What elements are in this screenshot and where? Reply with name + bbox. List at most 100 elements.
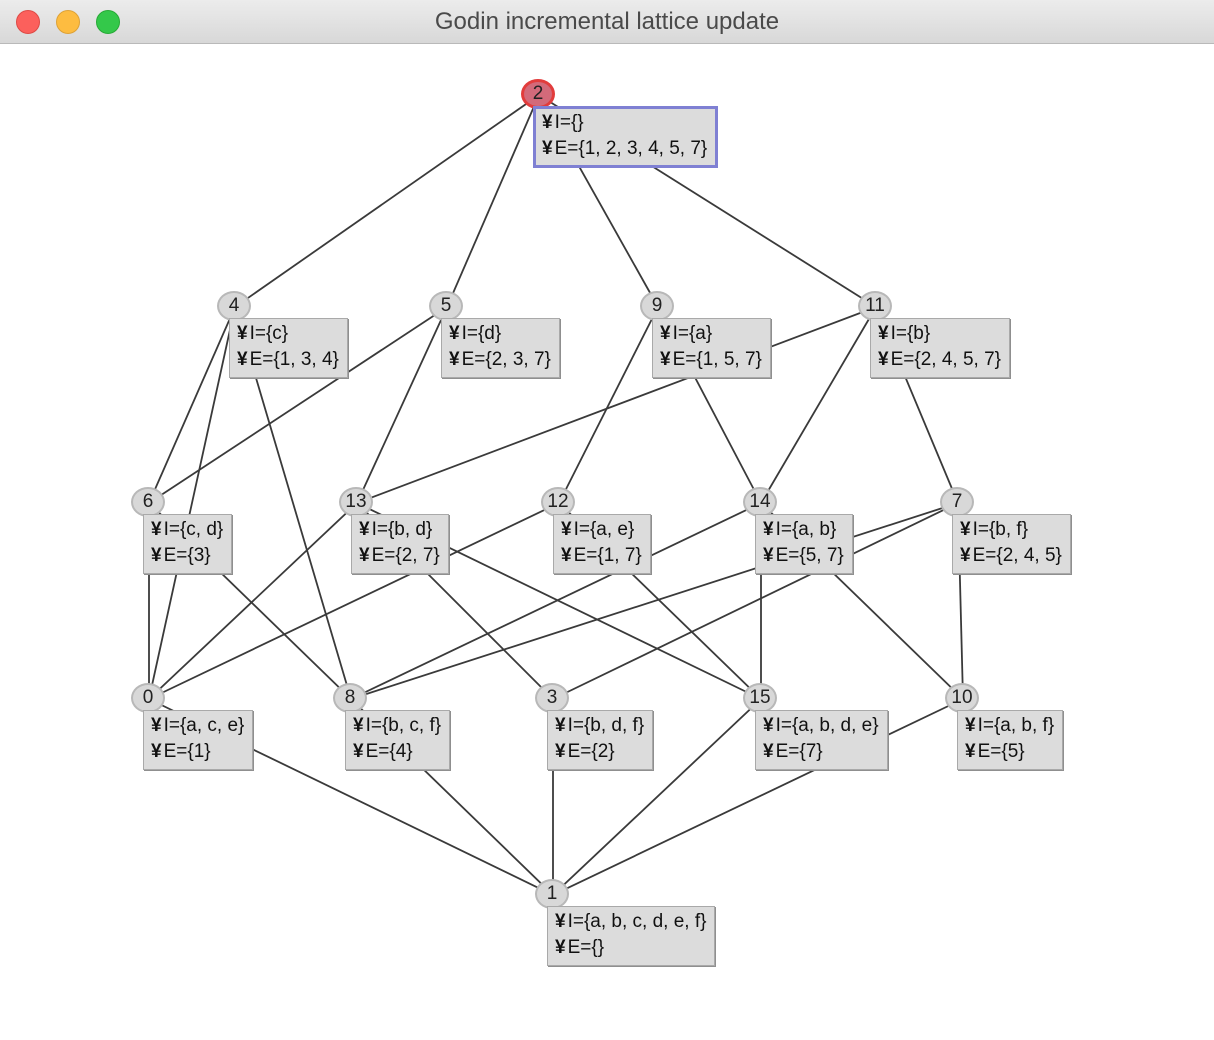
extent-row: ¥E={2, 4, 5} (960, 543, 1062, 569)
intent-text: I={c, d} (163, 519, 224, 540)
concept-label-box: ¥I={d}¥E={2, 3, 7} (441, 318, 560, 378)
concept-id-badge: 10 (945, 683, 979, 713)
intent-row: ¥I={a, b, d, e} (763, 713, 879, 739)
intent-text: I={a, b, d, e} (775, 715, 879, 736)
extent-text: E={3} (163, 545, 211, 566)
lattice-edge (350, 502, 762, 700)
extent-row: ¥E={} (555, 935, 706, 961)
intent-row: ¥I={c, d} (151, 517, 223, 543)
extent-text: E={2, 4, 5} (972, 545, 1062, 566)
concept-label-box: ¥I={a}¥E={1, 5, 7} (652, 318, 771, 378)
lattice-edge (148, 306, 236, 504)
extent-row: ¥E={2, 4, 5, 7} (878, 347, 1001, 373)
lattice-edge (760, 306, 877, 504)
bullet-icon: ¥ (561, 519, 572, 540)
bullet-icon: ¥ (960, 519, 971, 540)
lattice-edge (148, 306, 448, 504)
extent-text: E={5} (977, 741, 1025, 762)
intent-row: ¥I={a, b, c, d, e, f} (555, 909, 706, 935)
extent-row: ¥E={2, 3, 7} (449, 347, 551, 373)
bullet-icon: ¥ (878, 349, 889, 370)
concept-id-badge: 0 (131, 683, 165, 713)
lattice-edge (552, 698, 964, 896)
intent-text: I={} (554, 112, 584, 133)
lattice-edge (552, 698, 762, 896)
intent-text: I={a, c, e} (163, 715, 245, 736)
lattice-edge (356, 306, 448, 504)
intent-text: I={a} (672, 323, 713, 344)
extent-text: E={5, 7} (775, 545, 844, 566)
concept-label-box: ¥I={a, e} ¥E={1, 7} (553, 514, 651, 574)
intent-row: ¥I={b} (878, 321, 1001, 347)
extent-row: ¥E={7} (763, 739, 879, 765)
bullet-icon: ¥ (151, 741, 162, 762)
lattice-edge (148, 306, 236, 700)
extent-row: ¥E={1, 7} (561, 543, 642, 569)
concept-id-badge: 6 (131, 487, 165, 517)
concept-label-box: ¥I={b}¥E={2, 4, 5, 7} (870, 318, 1010, 378)
concept-id-badge: 4 (217, 291, 251, 321)
lattice-edge (356, 306, 877, 504)
concept-label-box: ¥I={c}¥E={1, 3, 4} (229, 318, 348, 378)
close-window-button[interactable] (16, 10, 40, 34)
bullet-icon: ¥ (542, 138, 553, 159)
bullet-icon: ¥ (151, 715, 162, 736)
bullet-icon: ¥ (965, 715, 976, 736)
intent-row: ¥I={a} (660, 321, 762, 347)
intent-row: ¥I={b, f} (960, 517, 1062, 543)
lattice-edge (234, 94, 540, 308)
concept-id-badge: 3 (535, 683, 569, 713)
concept-id-badge: 9 (640, 291, 674, 321)
bullet-icon: ¥ (965, 741, 976, 762)
concept-id-badge: 15 (743, 683, 777, 713)
bullet-icon: ¥ (555, 741, 566, 762)
extent-text: E={1, 3, 4} (249, 349, 339, 370)
concept-id-badge: 14 (743, 487, 777, 517)
concept-id-badge: 7 (940, 487, 974, 517)
intent-row: ¥I={d} (449, 321, 551, 347)
extent-row: ¥E={5} (965, 739, 1054, 765)
concept-id-badge: 13 (339, 487, 373, 517)
intent-text: I={a, b} (775, 519, 837, 540)
bullet-icon: ¥ (555, 715, 566, 736)
concept-label-box: ¥I={b, c, f}¥E={4} (345, 710, 451, 770)
bullet-icon: ¥ (449, 349, 460, 370)
bullet-icon: ¥ (555, 911, 566, 932)
minimize-window-button[interactable] (56, 10, 80, 34)
concept-label-box: ¥I={b, f}¥E={2, 4, 5} (952, 514, 1071, 574)
concept-label-box: ¥I={a, b, c, d, e, f}¥E={} (547, 906, 716, 966)
concept-id-badge: 1 (535, 879, 569, 909)
extent-text: E={} (567, 937, 605, 958)
maximize-window-button[interactable] (96, 10, 120, 34)
bullet-icon: ¥ (960, 545, 971, 566)
concept-label-box: ¥I={b, d}¥E={2, 7} (351, 514, 449, 574)
extent-row: ¥E={3} (151, 543, 223, 569)
intent-text: I={a, e} (573, 519, 635, 540)
intent-text: I={a, b, f} (977, 715, 1055, 736)
bullet-icon: ¥ (359, 545, 370, 566)
intent-row: ¥I={b, c, f} (353, 713, 441, 739)
concept-label-box: ¥I={a, b, d, e}¥E={7} (755, 710, 888, 770)
extent-text: E={2, 7} (371, 545, 440, 566)
window-titlebar: Godin incremental lattice update (0, 0, 1214, 44)
bullet-icon: ¥ (449, 323, 460, 344)
intent-row: ¥I={a, c, e} (151, 713, 244, 739)
intent-row: ¥I={b, d, f} (555, 713, 644, 739)
extent-text: E={4} (365, 741, 413, 762)
extent-text: E={2, 3, 7} (461, 349, 551, 370)
extent-row: ¥E={1} (151, 739, 244, 765)
intent-text: I={b, f} (972, 519, 1029, 540)
intent-text: I={b, d, f} (567, 715, 645, 736)
extent-row: ¥E={5, 7} (763, 543, 844, 569)
lattice-edge (350, 502, 959, 700)
intent-row: ¥I={b, d} (359, 517, 440, 543)
extent-row: ¥E={2} (555, 739, 644, 765)
concept-id-badge: 2 (521, 79, 555, 109)
bullet-icon: ¥ (763, 715, 774, 736)
lattice-edge (558, 306, 659, 504)
intent-row: ¥I={a, b} (763, 517, 844, 543)
concept-label-box: ¥I={}¥E={1, 2, 3, 4, 5, 7} (533, 106, 719, 168)
concept-id-badge: 12 (541, 487, 575, 517)
intent-row: ¥I={c} (237, 321, 339, 347)
bullet-icon: ¥ (660, 323, 671, 344)
